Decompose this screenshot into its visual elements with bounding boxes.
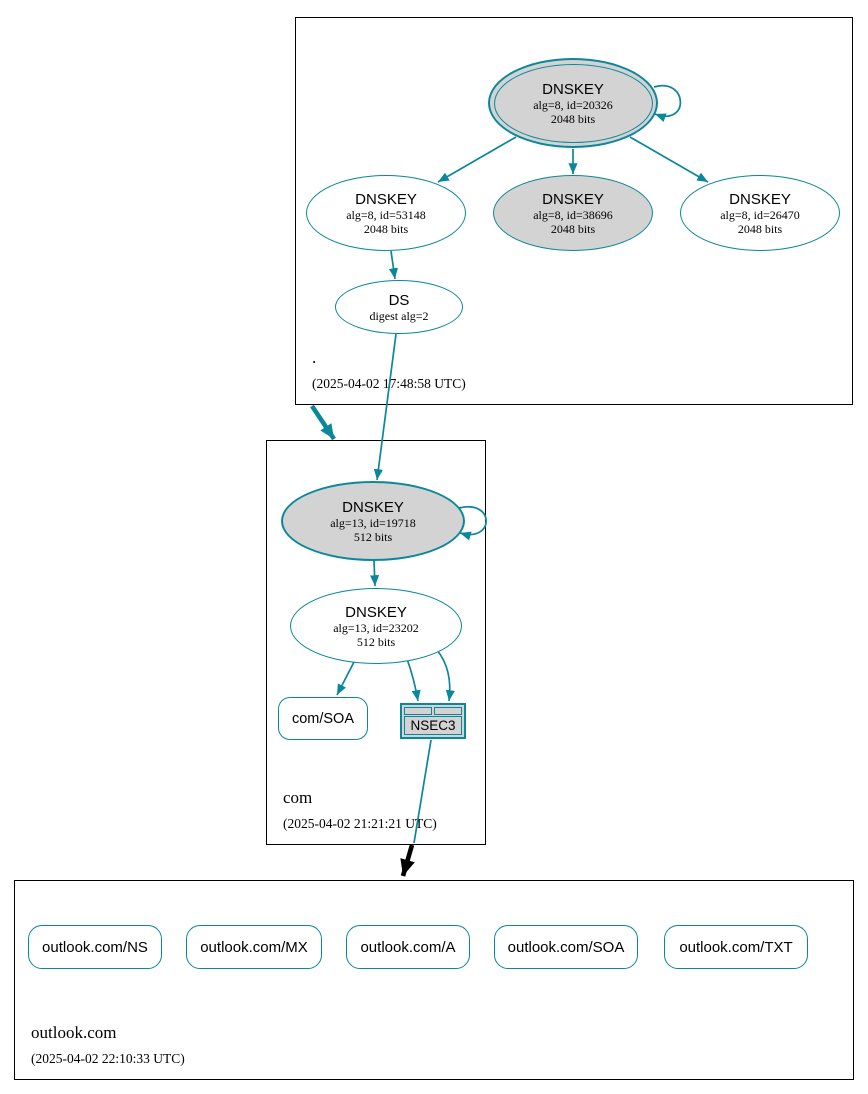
- rrset-label: outlook.com/TXT: [679, 938, 793, 956]
- nsec3-cells: [404, 707, 462, 715]
- rrset-label: outlook.com/NS: [42, 938, 148, 956]
- rrset-label: com/SOA: [291, 710, 355, 727]
- node-title: DS: [388, 291, 410, 309]
- node-alg-id: alg=8, id=38696: [533, 207, 613, 222]
- nsec3-cell-left: [404, 707, 432, 715]
- zone-timestamp-root: (2025-04-02 17:48:58 UTC): [312, 376, 466, 391]
- com-zsk-dnskey-node: DNSKEY alg=13, id=23202 512 bits: [290, 588, 462, 664]
- nsec3-cell-right: [434, 707, 462, 715]
- zone-timestamp-com: (2025-04-02 21:21:21 UTC): [283, 816, 437, 831]
- rrset-outlook-mx-node: outlook.com/MX: [186, 925, 322, 969]
- zone-label-root: .: [312, 348, 317, 367]
- zone-box-com: com (2025-04-02 21:21:21 UTC): [266, 440, 486, 845]
- rrset-label: outlook.com/A: [360, 938, 456, 956]
- root-dnskey-38696-node: DNSKEY alg=8, id=38696 2048 bits: [493, 175, 653, 251]
- rrset-outlook-soa-node: outlook.com/SOA: [494, 925, 638, 969]
- node-bits: 2048 bits: [550, 221, 596, 236]
- rrset-label: outlook.com/SOA: [507, 938, 625, 956]
- root-ksk-dnskey-node: DNSKEY alg=8, id=20326 2048 bits: [488, 58, 658, 148]
- com-soa-rrset-node: com/SOA: [278, 697, 368, 740]
- nsec3-label: NSEC3: [404, 716, 462, 735]
- rrset-label: outlook.com/MX: [200, 938, 308, 956]
- edge-root-to-com-delegation: [310, 404, 336, 441]
- node-alg-id: alg=8, id=26470: [720, 207, 800, 222]
- node-title: DNSKEY: [542, 80, 604, 98]
- zone-box-outlook-com: outlook.com (2025-04-02 22:10:33 UTC): [14, 880, 854, 1080]
- node-alg-id: alg=13, id=19718: [330, 515, 416, 530]
- root-dnskey-26470-node: DNSKEY alg=8, id=26470 2048 bits: [680, 175, 840, 251]
- rrset-outlook-a-node: outlook.com/A: [346, 925, 470, 969]
- node-title: DNSKEY: [342, 498, 404, 516]
- node-title: DNSKEY: [355, 190, 417, 208]
- edge-com-to-outlook-insecure-delegation: [400, 844, 415, 877]
- zone-timestamp-outlook-com: (2025-04-02 22:10:33 UTC): [31, 1051, 185, 1066]
- root-ds-node: DS digest alg=2: [335, 280, 463, 334]
- rrset-outlook-ns-node: outlook.com/NS: [28, 925, 162, 969]
- node-title: DNSKEY: [729, 190, 791, 208]
- node-alg-id: alg=8, id=20326: [533, 97, 613, 112]
- node-bits: 2048 bits: [363, 221, 409, 236]
- node-title: DNSKEY: [345, 603, 407, 621]
- zone-label-com: com: [283, 788, 313, 807]
- node-title: DNSKEY: [542, 190, 604, 208]
- node-digest: digest alg=2: [369, 308, 429, 323]
- root-dnskey-53148-node: DNSKEY alg=8, id=53148 2048 bits: [306, 175, 466, 251]
- node-bits: 512 bits: [356, 634, 396, 649]
- zone-label-outlook-com: outlook.com: [31, 1023, 117, 1042]
- com-ksk-dnskey-node: DNSKEY alg=13, id=19718 512 bits: [281, 481, 465, 561]
- node-alg-id: alg=8, id=53148: [346, 207, 426, 222]
- node-bits: 512 bits: [353, 529, 393, 544]
- node-bits: 2048 bits: [550, 111, 596, 126]
- node-alg-id: alg=13, id=23202: [333, 620, 419, 635]
- rrset-outlook-txt-node: outlook.com/TXT: [664, 925, 808, 969]
- nsec3-node: NSEC3: [400, 703, 466, 739]
- node-bits: 2048 bits: [737, 221, 783, 236]
